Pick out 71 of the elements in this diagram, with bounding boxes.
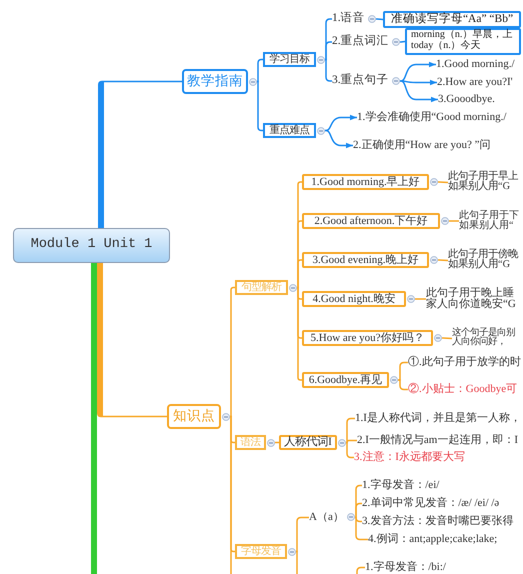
topic-text: 2.I一般情况与am一起连用，即：I (357, 434, 518, 447)
topic-text: 此句子用于晚上睡家人向你道晚安“G (426, 288, 518, 310)
topic-text: ①.此句子用于放学的时 (408, 356, 521, 369)
branch-line (400, 40, 406, 43)
branch-line (376, 18, 384, 20)
branch-line (449, 220, 459, 222)
branch-line (275, 442, 279, 444)
topic-text: 此句子用于早上如果别人用“G (448, 172, 522, 192)
branch-line (346, 440, 357, 444)
branch-line (354, 516, 368, 540)
topic-box: 5.How are you?你好吗？ (302, 330, 433, 346)
topic-text: 4.例词：ant;apple;cake;lake; (368, 532, 498, 546)
topic-text: 1.字母发音：/ei/ (362, 478, 440, 492)
branch-line (97, 263, 167, 418)
branch-line (438, 259, 448, 262)
branch-line (442, 337, 452, 340)
main-topic-box: 知识点 (167, 404, 221, 429)
topic-text: 此句子用于下如果别人用“ (459, 211, 522, 231)
topic-text: 3.注意：I永远都要大写 (354, 450, 465, 464)
branch-line (346, 442, 354, 458)
branch-line (354, 502, 362, 518)
topic-box: 准确读写字母“Aa” “Bb” (383, 11, 521, 28)
branch-line (438, 181, 448, 184)
arrow (324, 130, 353, 148)
branch-line (354, 516, 362, 522)
topic-text: ②.小贴士：Goodbye可 (408, 382, 518, 396)
topic-box: 4.Good night.晚安 (302, 291, 406, 307)
subtopic-box: 学习目标 (263, 52, 316, 67)
arrow (400, 80, 438, 102)
branch-line (296, 259, 302, 288)
topic-text: A（a） (309, 510, 344, 524)
topic-box: 2.Good afternoon.下午好 (302, 213, 440, 229)
subtopic-box: 语法 (235, 435, 266, 450)
topic-text: 3.重点句子 (332, 74, 389, 88)
central-topic-box: Module 1 Unit 1 (13, 228, 170, 263)
topic-text: 2.单词中常见发音：/æ/ /ei/ /ə (362, 496, 500, 510)
subtopic-box: 重点难点 (263, 123, 316, 138)
topic-text: 2.重点词汇 (332, 35, 389, 49)
branch-line (91, 263, 97, 574)
topic-text: 3.Gooodbye. (438, 92, 495, 106)
arrow (400, 80, 437, 86)
branch-line (324, 41, 332, 60)
branch-line (98, 80, 182, 228)
branch-line (230, 416, 232, 574)
topic-text: 此句子用于傍晚如果别人用“G (448, 250, 522, 270)
branch-line (415, 298, 426, 300)
main-topic-box: 教学指南 (182, 69, 248, 94)
branch-line (398, 362, 408, 381)
branch-line (296, 550, 298, 574)
topic-box: 1.Good morning.早上好 (302, 174, 429, 190)
topic-text: 2.正确使用“How are you? ”问 (353, 138, 490, 152)
subtopic-box: 句型解析 (235, 280, 288, 295)
topic-text: 3.发音方法：发音时嘴巴要张得 (362, 514, 514, 528)
topic-box: 人称代词I (279, 435, 337, 450)
topic-text: 1.语音 (332, 12, 365, 26)
subtopic-box: 字母发音 (235, 544, 287, 559)
topic-text: 1.I是人称代词，并且是第一人称， (355, 412, 521, 425)
topic-box: 3.Good evening.晚上好 (302, 252, 429, 268)
arrow (324, 114, 357, 132)
branch-line (356, 566, 365, 574)
topic-text: 1.Good morning./ (436, 58, 515, 71)
branch-line (398, 379, 408, 390)
branch-line (296, 286, 302, 381)
topic-box: morning（n.）早晨，上 today（n.）今天 (405, 28, 521, 55)
branch-line (346, 418, 355, 444)
topic-text: 1.学会准确使用“Good morning./ (357, 110, 506, 124)
topic-text: 1.字母发音：/bi:/ (365, 560, 446, 574)
topic-text: 2.How are you?I' (437, 76, 513, 89)
topic-text: 这个句子是向别人向你问好， (452, 328, 521, 348)
arrow (400, 62, 436, 82)
topic-box: 6.Goodbye.再见 (302, 372, 389, 388)
